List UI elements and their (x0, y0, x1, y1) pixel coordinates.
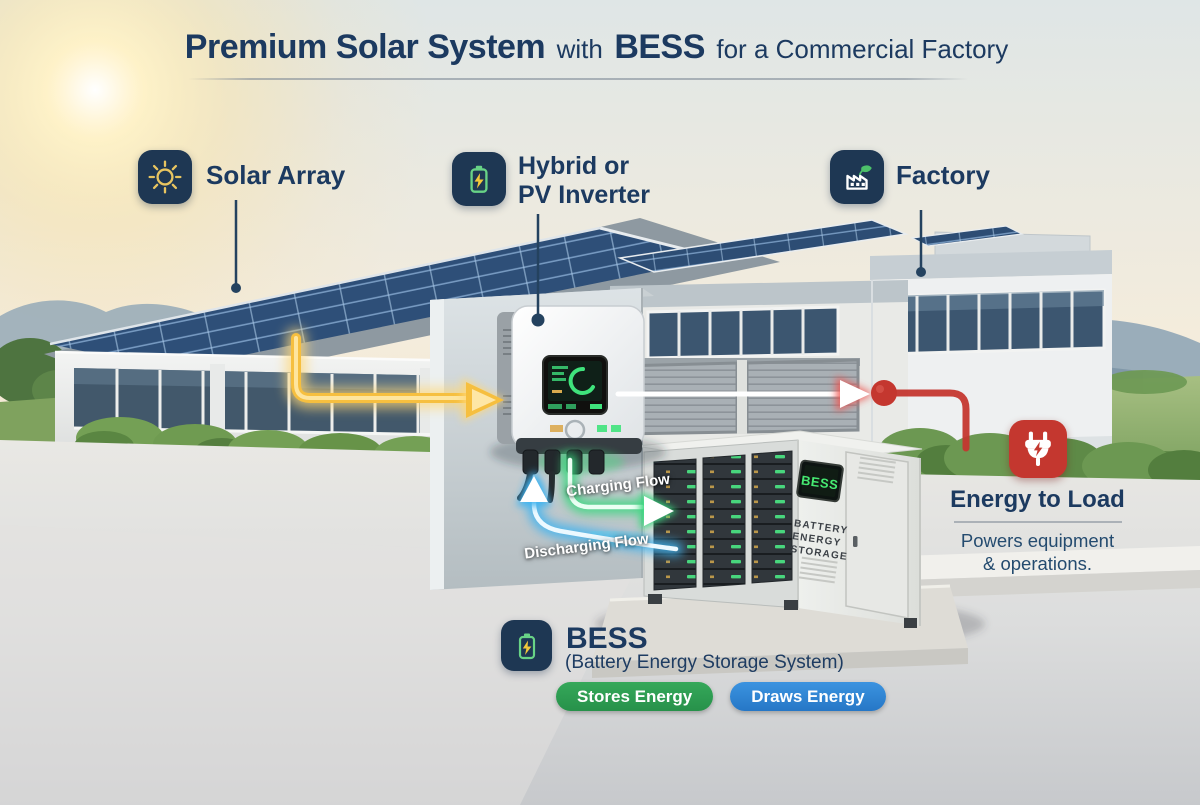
bess-cabinet: BESS BATTERY ENERGY STORAGE (635, 430, 923, 628)
roof-solar-array (617, 219, 909, 273)
inverter-label-line2: PV Inverter (518, 180, 651, 209)
cabinet-vent (798, 556, 838, 584)
sun-icon (148, 160, 182, 194)
factory-chip (830, 150, 884, 204)
title-part-1: Premium Solar System (184, 28, 546, 66)
page-title: Premium Solar System with BESS for a Com… (0, 28, 1200, 67)
bess-buttons: Stores Energy Draws Energy (556, 682, 886, 711)
title-part-3: BESS (614, 28, 705, 66)
energy-desc-line2: & operations. (982, 553, 1092, 575)
energy-to-load-divider (953, 521, 1122, 523)
title-divider (188, 78, 968, 80)
charging-flow-arrow (563, 453, 678, 530)
solar-to-inverter-arrow (286, 328, 506, 422)
energy-to-load-icon-bg (1008, 420, 1067, 478)
roof-solar-array (909, 225, 1025, 247)
inverter-chip (452, 152, 506, 206)
energy-to-load-desc: Powers equipment & operations. (961, 529, 1114, 575)
inverter-label-line1: Hybrid or (518, 152, 630, 180)
battery-bolt-icon (518, 633, 535, 659)
inverter-callout-dot (531, 313, 545, 327)
bess-subtitle: (Battery Energy Storage System) (565, 652, 844, 673)
title-part-2: with (556, 34, 603, 64)
energy-desc-line1: Powers equipment (960, 530, 1115, 551)
bess-chip (501, 620, 552, 671)
battery-bolt-icon (470, 165, 488, 193)
load-connector (871, 380, 970, 452)
title-part-4: for a Commercial Factory (716, 34, 1009, 64)
energy-to-load-block: Energy to Load Powers equipment & operat… (945, 420, 1130, 575)
bess-display-text: BESS (800, 472, 839, 492)
inverter-screen (542, 355, 608, 415)
sun (37, 32, 153, 148)
solar-roof (44, 218, 780, 394)
factory-label: Factory (896, 160, 990, 190)
energy-to-load-title: Energy to Load (950, 486, 1125, 513)
factory-leaf-icon (846, 165, 872, 190)
inverter-unit (490, 305, 666, 503)
discharging-flow-arrow (516, 470, 683, 556)
solar-array-label: Solar Array (206, 160, 346, 190)
stores-energy-button[interactable]: Stores Energy (556, 682, 714, 711)
callout-lines (234, 200, 923, 314)
solar-array-chip (138, 150, 192, 204)
factory-callout-dot (916, 267, 926, 277)
bess-display: BESS (796, 459, 844, 503)
cabinet-vent (857, 456, 896, 484)
bess-title: BESS (566, 622, 648, 655)
solar-callout-dot (231, 283, 241, 293)
draws-energy-button[interactable]: Draws Energy (730, 682, 886, 711)
plug-icon (1024, 431, 1051, 466)
inverter-to-factory-arrow (610, 376, 874, 412)
inverter-label: Hybrid or PV Inverter (518, 152, 650, 209)
